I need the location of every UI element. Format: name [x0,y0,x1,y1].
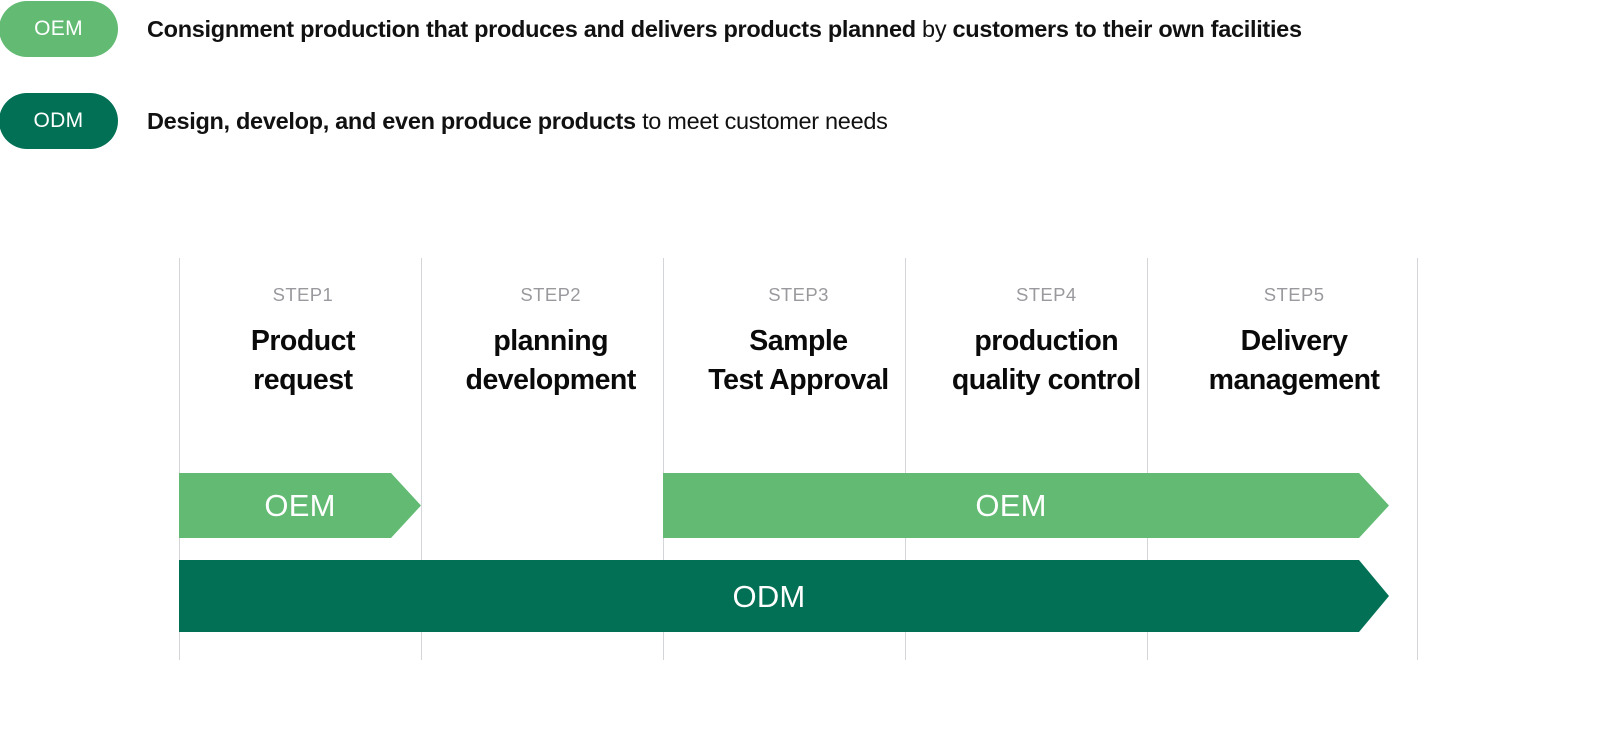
step-number-5: STEP5 [1263,284,1325,305]
step-header-row: STEP1 Product request STEP2 planning dev… [179,258,1418,458]
step-column-3: STEP3 Sample Test Approval [675,258,923,458]
legend-description-oem-strong2: customers to their own facilities [952,15,1303,42]
legend-badge-oem: OEM [0,1,118,57]
step-title-3: Sample Test Approval [708,325,889,397]
legend-badge-oem-label: OEM [34,17,83,40]
step-number-2: STEP2 [520,284,581,305]
step-number-3: STEP3 [768,284,829,305]
legend-description-odm-normal: to meet customer needs [635,107,888,134]
legend-description-odm-strong: Design, develop, and even produce produc… [147,107,636,134]
process-bar-oem-step1-label: OEM [264,488,336,523]
process-bar-odm-step1-5-label: ODM [732,578,806,614]
step-title-1: Product request [250,325,356,397]
legend-description-oem: Consignment production that produces and… [147,15,1302,43]
legend-description-oem-strong: Consignment production that produces and… [147,15,916,42]
step-title-5: Delivery management [1208,325,1380,397]
legend-row-odm: ODM Design, develop, and even produce pr… [0,93,888,149]
step-column-5: STEP5 Delivery management [1170,258,1418,458]
step-title-4: production quality control [951,325,1141,397]
process-bar-oem-step3-5: OEM [663,473,1389,538]
step-column-4: STEP4 production quality control [922,258,1170,458]
legend-badge-odm: ODM [0,93,118,149]
step-number-1: STEP1 [272,284,334,305]
legend-description-odm: Design, develop, and even produce produc… [147,107,888,135]
legend-badge-odm-label: ODM [33,109,84,132]
process-diagram: STEP1 Product request STEP2 planning dev… [179,258,1418,660]
step-column-1: STEP1 Product request [179,258,427,458]
process-bar-oem-step3-5-label: OEM [975,488,1047,523]
legend-description-oem-normal: by [915,15,953,42]
process-bar-oem-step1: OEM [179,473,421,538]
legend-row-oem: OEM Consignment production that produces… [0,1,1302,57]
step-number-4: STEP4 [1015,284,1077,305]
process-bar-group: OEM OEM ODM [179,258,1418,660]
step-title-2: planning development [465,325,637,397]
process-bar-odm-step1-5: ODM [179,560,1389,632]
step-column-2: STEP2 planning development [427,258,675,458]
